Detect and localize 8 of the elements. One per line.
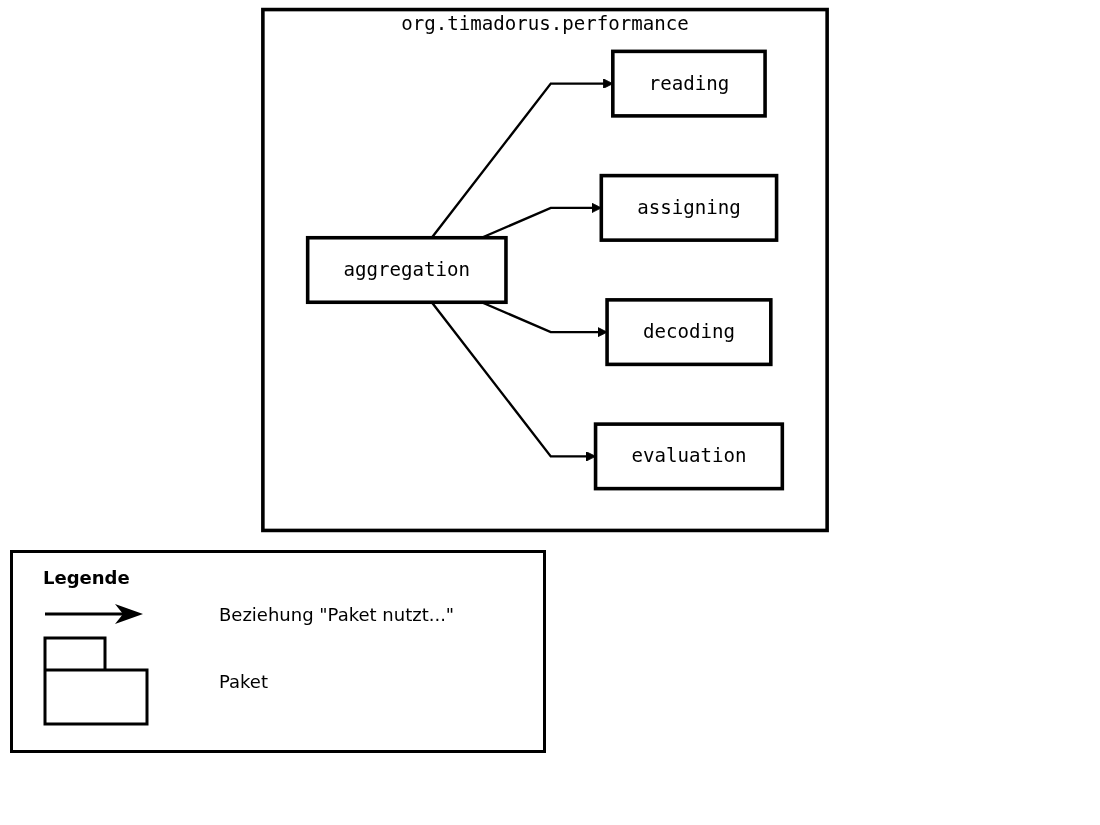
node-box: evaluation	[593, 422, 785, 491]
node-box: assigning	[599, 173, 779, 242]
legend-text: Beziehung "Paket nutzt..."	[219, 603, 455, 625]
node-box: reading	[611, 49, 767, 118]
node-box: decoding	[605, 298, 773, 367]
legend-text: Paket	[219, 670, 268, 692]
node-box: aggregation	[305, 235, 508, 305]
legend-title: Legende	[43, 567, 131, 588]
